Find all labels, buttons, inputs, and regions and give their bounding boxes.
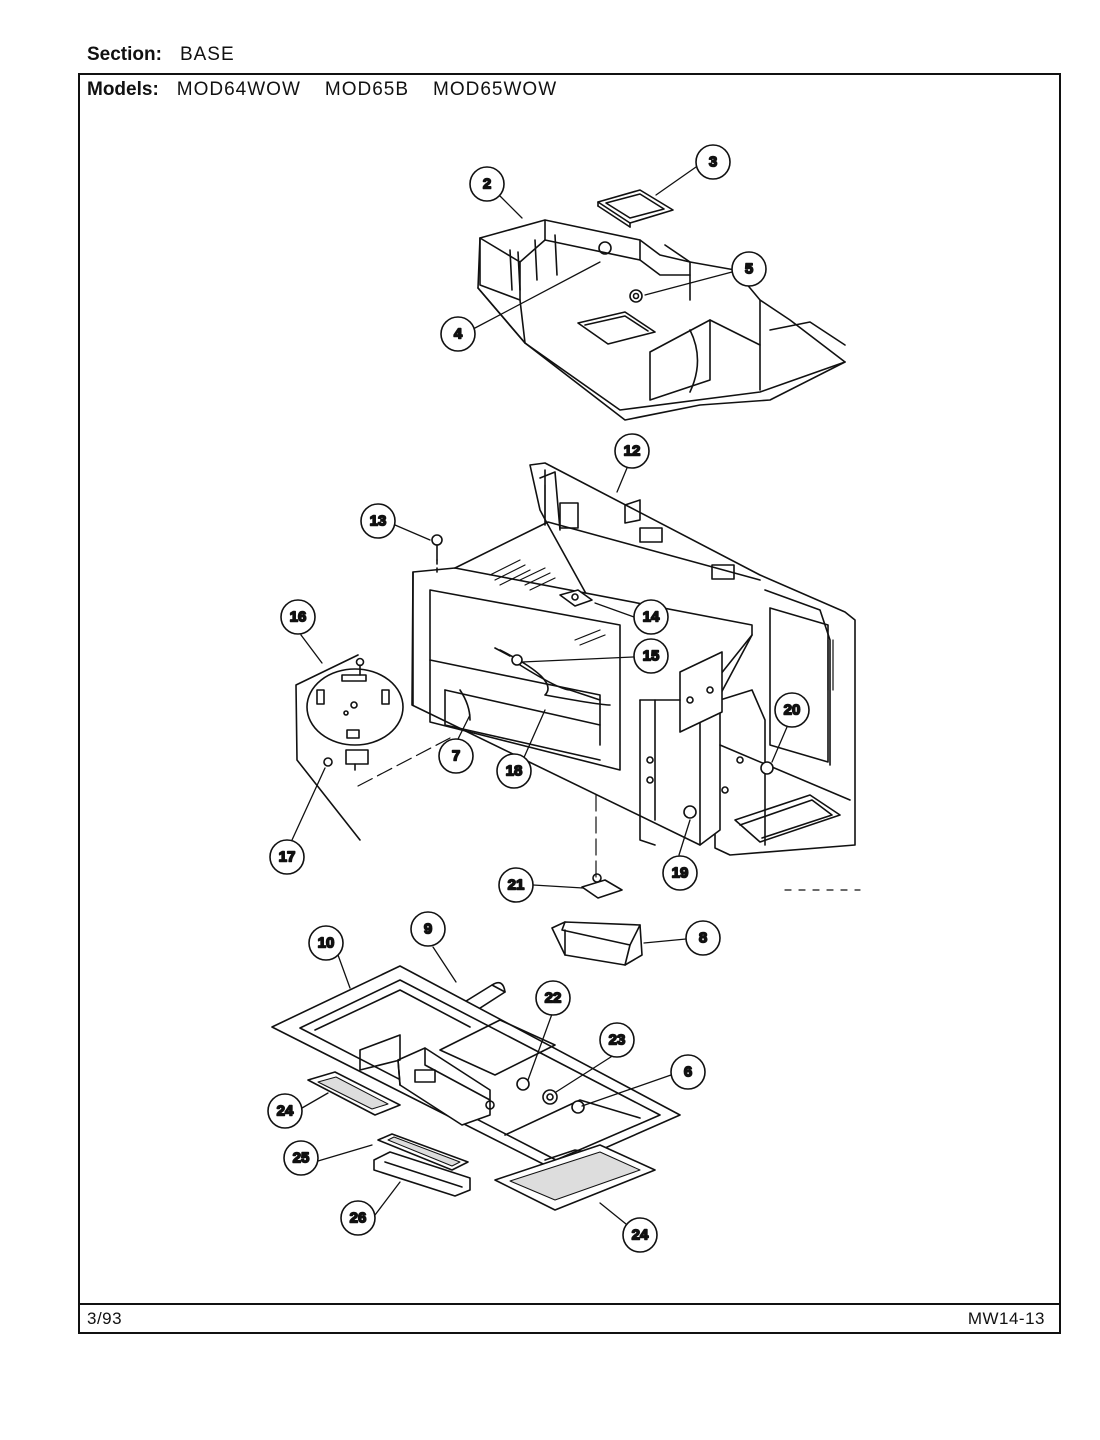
- callout-26: 26: [340, 1200, 376, 1236]
- section-label: Section:: [87, 44, 162, 65]
- callout-4: 4: [440, 316, 476, 352]
- callout-10: 10: [308, 925, 344, 961]
- part-8-tray: [551, 921, 643, 966]
- callout-19: 19: [662, 855, 698, 891]
- callout-7: 7: [438, 738, 474, 774]
- callout-number: 4: [454, 326, 463, 343]
- callout-number: 8: [699, 930, 707, 947]
- callout-number: 26: [350, 1210, 367, 1227]
- callout-6: 6: [670, 1054, 706, 1090]
- part-10-bottom-panel: [271, 965, 681, 1171]
- section-header: Section: BASE: [87, 44, 235, 66]
- callout-22: 22: [535, 980, 571, 1016]
- part-13-screw: [431, 534, 443, 576]
- callout-21: 21: [498, 867, 534, 903]
- callout-13: 13: [360, 503, 396, 539]
- callout-number: 15: [643, 648, 660, 665]
- callout-number: 3: [709, 154, 717, 171]
- model-name: MOD64WOW: [176, 79, 301, 100]
- leader-lines: [291, 166, 788, 1225]
- revision-date: 3/93: [87, 1309, 123, 1328]
- callout-number: 12: [624, 443, 641, 460]
- callout-number: 24: [632, 1227, 649, 1244]
- callout-24: 24: [267, 1093, 303, 1129]
- callout-12: 12: [614, 433, 650, 469]
- part-19-fuse: [683, 805, 697, 819]
- base-tray: [477, 219, 846, 421]
- callout-16: 16: [280, 599, 316, 635]
- callout-number: 25: [293, 1150, 310, 1167]
- callout-24b: 24: [622, 1217, 658, 1253]
- callout-number: 6: [684, 1064, 692, 1081]
- callout-number: 13: [370, 513, 387, 530]
- callout-number: 7: [452, 748, 460, 765]
- part-14-switch: [559, 589, 593, 607]
- diagram-frame: [78, 73, 1061, 1334]
- callout-18: 18: [496, 753, 532, 789]
- callout-number: 14: [643, 609, 660, 626]
- callout-number: 5: [745, 261, 753, 278]
- callout-number: 22: [545, 990, 562, 1007]
- callout-number: 10: [318, 935, 335, 952]
- part-20-fuse: [760, 761, 774, 775]
- callout-3: 3: [695, 144, 731, 180]
- page-code: MW14-13: [967, 1309, 1045, 1328]
- callout-number: 23: [609, 1032, 626, 1049]
- filter-plate: [597, 189, 674, 228]
- callout-number: 17: [279, 849, 296, 866]
- callout-number: 18: [506, 763, 523, 780]
- callout-8: 8: [685, 920, 721, 956]
- section-value: BASE: [179, 44, 235, 65]
- part-16-plate: [295, 654, 404, 841]
- callout-number: 2: [483, 176, 491, 193]
- model-name: MOD65WOW: [433, 79, 558, 100]
- callout-number: 24: [277, 1103, 294, 1120]
- model-name: MOD65B: [324, 79, 410, 100]
- callout-2: 2: [469, 166, 505, 202]
- callout-15: 15: [633, 638, 669, 674]
- footer-divider: [78, 1303, 1061, 1305]
- callout-20: 20: [774, 692, 810, 728]
- assembly-lines: [357, 737, 861, 891]
- callout-17: 17: [269, 839, 305, 875]
- part-24-filter-right: [494, 1144, 656, 1211]
- callout-5: 5: [731, 251, 767, 287]
- part-15-lamp-wire: [494, 647, 601, 701]
- part-21-switch: [581, 873, 623, 899]
- part-26-bracket: [373, 1151, 471, 1197]
- callout-14: 14: [633, 599, 669, 635]
- callout-number: 9: [424, 921, 432, 938]
- callouts: 2 3 4 5 12 13 14 15 16 7 18 20 17 19 21 …: [267, 144, 810, 1253]
- callout-23: 23: [599, 1022, 635, 1058]
- callout-number: 16: [290, 609, 307, 626]
- callout-number: 21: [508, 877, 525, 894]
- callout-9: 9: [410, 911, 446, 947]
- part-25-cover: [377, 1133, 469, 1171]
- part-24-filter-left: [307, 1071, 401, 1116]
- callout-25: 25: [283, 1140, 319, 1176]
- callout-number: 20: [784, 702, 801, 719]
- callout-number: 19: [672, 865, 689, 882]
- models-label: Models:: [87, 79, 159, 100]
- models-header: Models: MOD64WOW MOD65B MOD65WOW: [87, 79, 557, 101]
